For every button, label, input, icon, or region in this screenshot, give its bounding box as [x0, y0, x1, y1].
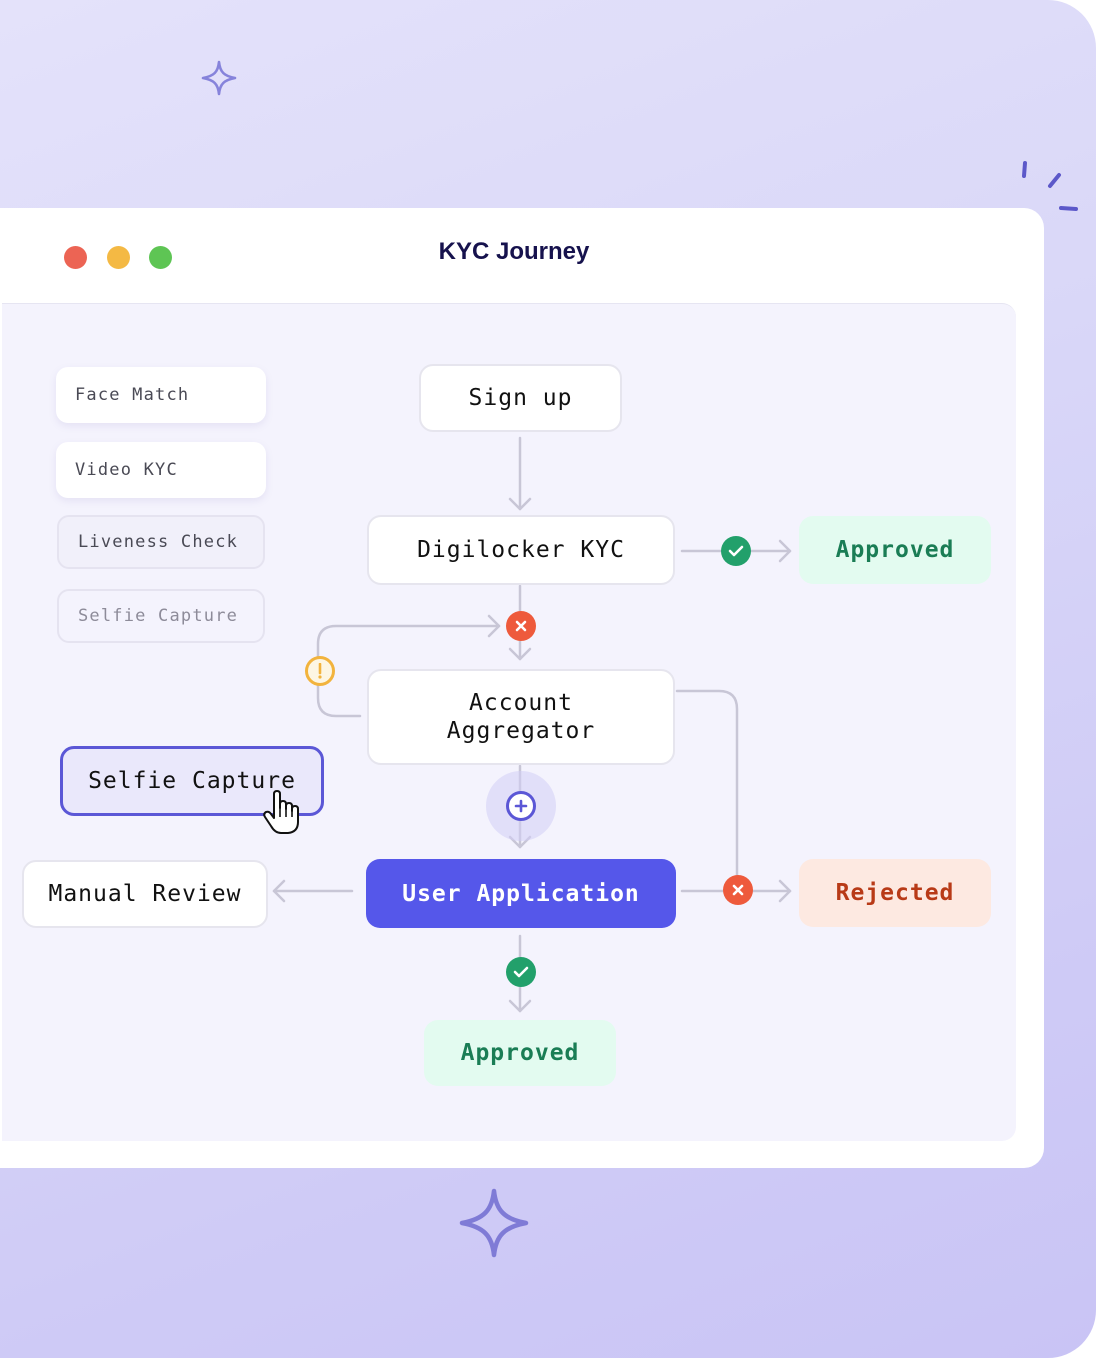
node-label: Digilocker KYC [417, 537, 625, 563]
digilocker-approved-status: Approved [799, 516, 991, 584]
manual-review-node[interactable]: Manual Review [22, 860, 268, 928]
app-window: KYC Journey [0, 208, 1044, 1168]
node-label-line-1: Account [469, 690, 573, 716]
node-label: Manual Review [48, 881, 242, 907]
maximize-window-button[interactable] [149, 246, 172, 269]
plus-icon[interactable] [506, 791, 536, 821]
hand-pointer-icon [263, 790, 299, 834]
sign-up-node[interactable]: Sign up [419, 364, 622, 432]
final-approved-status: Approved [424, 1020, 616, 1086]
status-label: Approved [460, 1040, 580, 1066]
chip-label: Selfie Capture [78, 606, 239, 626]
palette-item-selfie-capture-placeholder[interactable]: Selfie Capture [57, 589, 265, 643]
palette-item-face-match[interactable]: Face Match [56, 367, 266, 423]
user-application-node[interactable]: User Application [366, 859, 676, 928]
sparkle-icon [201, 60, 237, 96]
sparkle-icon [459, 1188, 529, 1258]
node-label: Selfie Capture [88, 768, 296, 794]
window-title: KYC Journey [438, 238, 590, 265]
palette-item-liveness-check[interactable]: Liveness Check [57, 515, 265, 569]
burst-lines-icon [1022, 161, 1078, 211]
chip-label: Face Match [75, 385, 190, 405]
node-label: Sign up [468, 385, 573, 411]
flow-canvas[interactable]: Face Match Video KYC Liveness Check Self… [2, 303, 1016, 1141]
x-icon [506, 611, 536, 641]
check-icon [721, 536, 751, 566]
warning-icon [305, 656, 335, 686]
close-window-button[interactable] [64, 246, 87, 269]
chip-label: Video KYC [75, 460, 178, 480]
minimize-window-button[interactable] [107, 246, 130, 269]
digilocker-kyc-node[interactable]: Digilocker KYC [367, 515, 675, 585]
x-icon [723, 875, 753, 905]
node-label-line-2: Aggregator [446, 718, 596, 744]
node-label: User Application [402, 880, 640, 907]
chip-label: Liveness Check [78, 532, 239, 552]
check-icon [506, 957, 536, 987]
status-label: Approved [835, 537, 955, 563]
account-aggregator-node[interactable]: Account Aggregator [367, 669, 675, 765]
status-label: Rejected [835, 880, 955, 906]
palette-item-video-kyc[interactable]: Video KYC [56, 442, 266, 498]
title-bar: KYC Journey [0, 208, 1044, 303]
rejected-status: Rejected [799, 859, 991, 927]
